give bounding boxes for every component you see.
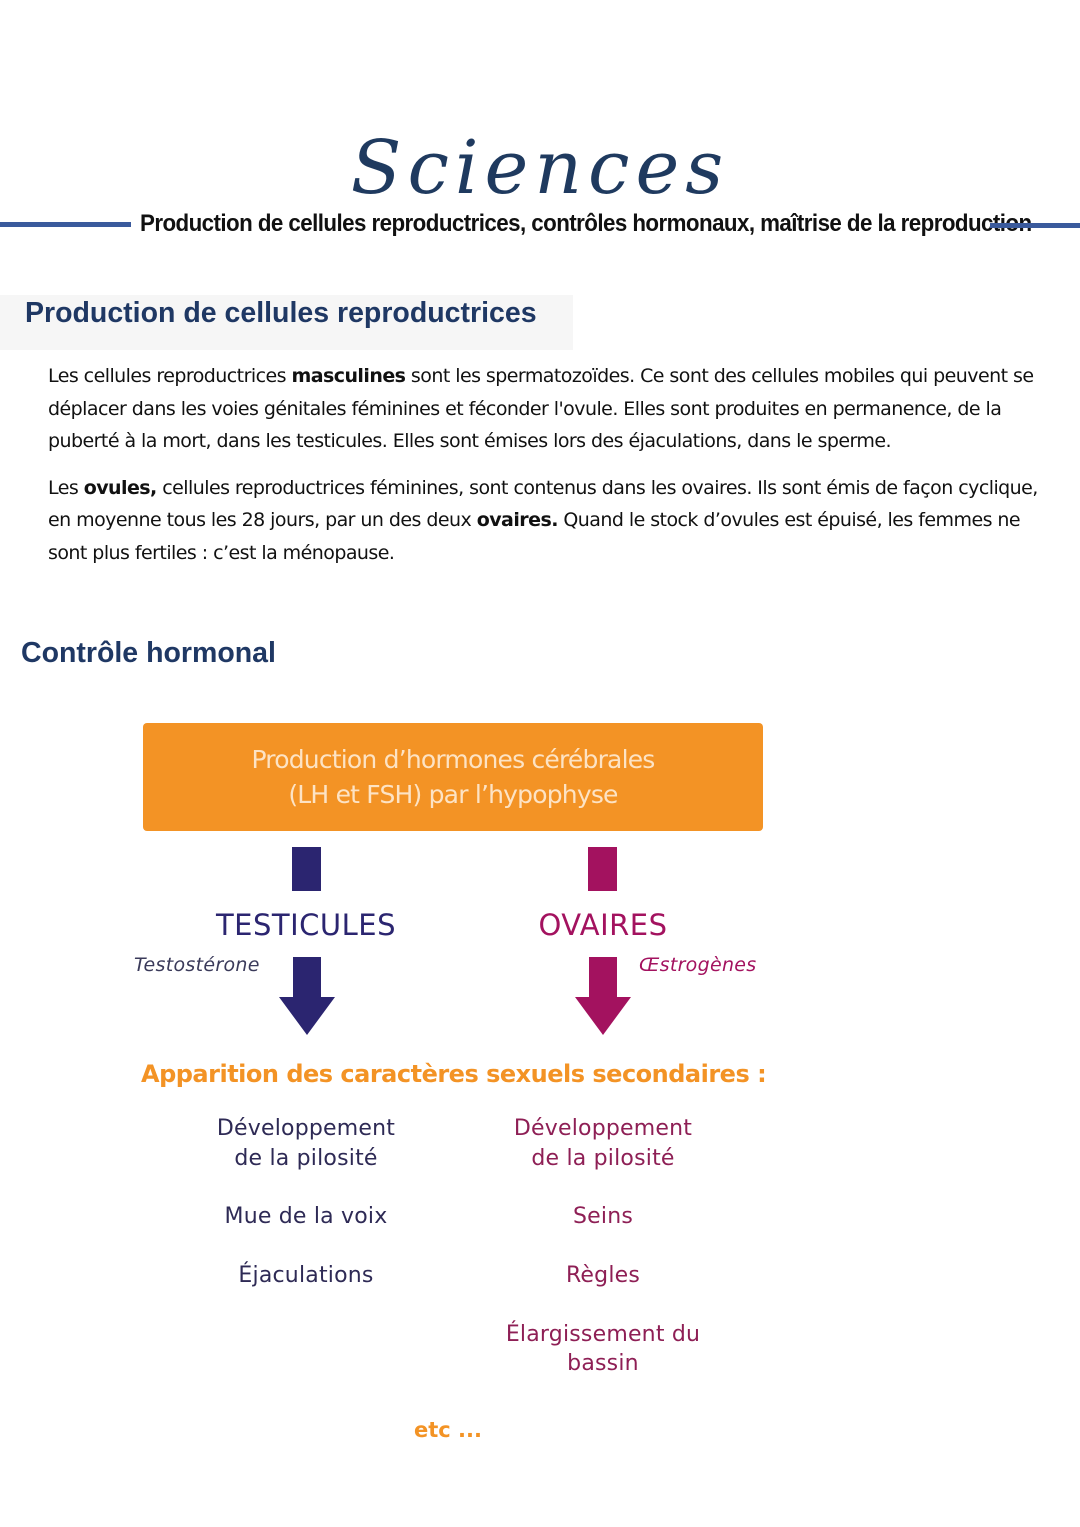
section-heading-hormonal: Contrôle hormonal bbox=[21, 637, 276, 669]
secondary-characters-title: Apparition des caractères sexuels second… bbox=[141, 1060, 767, 1088]
text: cellules reproductrices féminines, sont … bbox=[48, 476, 1038, 532]
box-line-2: (LH et FSH) par l’hypophyse bbox=[288, 780, 618, 809]
male-connector bbox=[292, 847, 321, 891]
female-trait: Seins bbox=[572, 1204, 634, 1229]
male-trait: Mue de la voix bbox=[224, 1204, 388, 1229]
text: Les cellules reproductrices bbox=[48, 365, 292, 387]
bold-text: ovules, bbox=[83, 476, 158, 499]
female-connector bbox=[588, 847, 617, 891]
box-line-1: Production d’hormones cérébrales bbox=[251, 745, 655, 774]
female-trait: Règles bbox=[565, 1263, 641, 1288]
male-trait: Développement bbox=[216, 1116, 396, 1141]
section-heading-background bbox=[0, 295, 573, 350]
header-right-rule bbox=[990, 223, 1080, 228]
male-arrow-down-icon bbox=[277, 957, 337, 1037]
female-trait: de la pilosité bbox=[531, 1146, 675, 1171]
section-body-production: Les cellules reproductrices masculines s… bbox=[48, 360, 1048, 583]
male-trait: Éjaculations bbox=[238, 1263, 374, 1288]
organ-testicules: TESTICULES bbox=[215, 908, 397, 942]
paragraph-male-cells: Les cellules reproductrices masculines s… bbox=[48, 360, 1048, 458]
female-trait: Élargissement du bbox=[505, 1322, 701, 1347]
bold-text: ovaires. bbox=[476, 509, 559, 531]
page-subtitle: Production de cellules reproductrices, c… bbox=[140, 210, 1032, 237]
text: sont les spermatozoïdes. Ce sont des cel… bbox=[48, 365, 1034, 452]
text: Les bbox=[48, 476, 84, 499]
text: Quand le stock d’ovules est épuisé, les … bbox=[48, 509, 1021, 564]
header-left-rule bbox=[0, 222, 131, 227]
paragraph-female-cells: Les ovules, cellules reproductrices fémi… bbox=[48, 472, 1048, 570]
organ-ovaires: OVAIRES bbox=[538, 908, 668, 942]
section-heading-production: Production de cellules reproductrices bbox=[25, 297, 537, 329]
hormone-testosterone: Testostérone bbox=[134, 954, 260, 976]
brain-hormones-box: Production d’hormones cérébrales (LH et … bbox=[143, 723, 763, 831]
female-trait: Développement bbox=[513, 1116, 693, 1141]
page-title: Sciences bbox=[350, 125, 730, 211]
female-arrow-down-icon bbox=[573, 957, 633, 1037]
male-trait: de la pilosité bbox=[234, 1146, 378, 1171]
hormone-oestrogenes: Œstrogènes bbox=[639, 954, 757, 976]
etc-label: etc ... bbox=[414, 1418, 482, 1442]
female-trait: bassin bbox=[567, 1351, 639, 1376]
bold-text: masculines bbox=[291, 365, 406, 387]
